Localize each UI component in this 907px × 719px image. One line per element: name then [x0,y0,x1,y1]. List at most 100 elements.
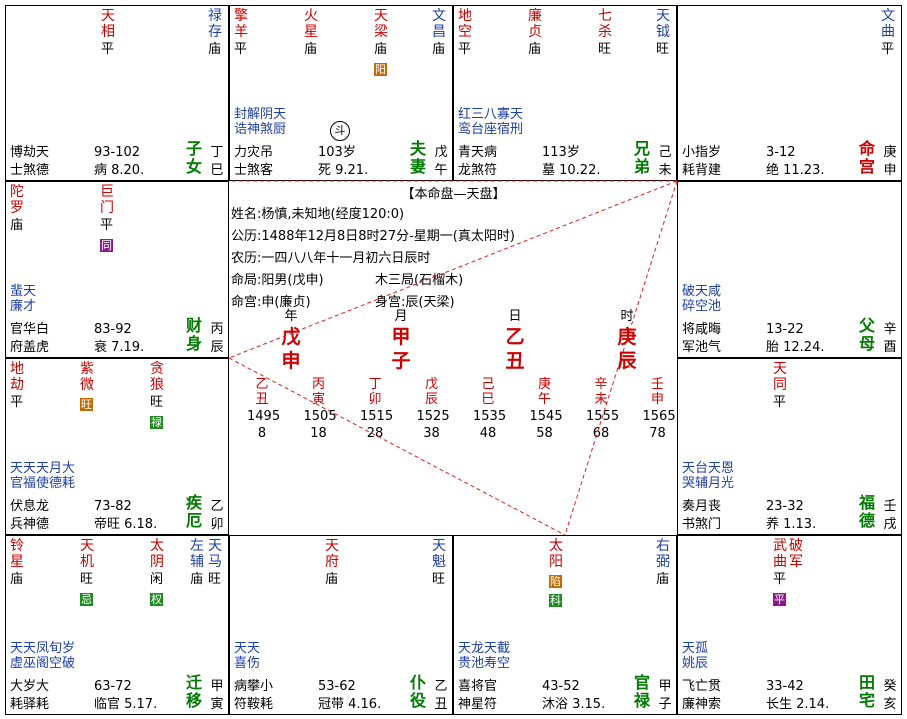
ganzhi-xiongdi: 己未 [658,145,672,178]
misc-stars-jie: 天天天月大 官福使德耗 [10,461,76,491]
star-贪狼: 贪狼旺禄 [150,361,164,429]
shensha-line1-zinv: 博劫天 [10,145,50,160]
growth-state-puyi: 冠带 4.16. [318,697,382,712]
palace-name-tianzhai[interactable]: 田宅 [858,673,875,710]
shensha-line1-qianyi: 大岁大 [10,679,50,694]
palace-name-caibo[interactable]: 财身 [185,316,202,353]
shensha-line1-fuqi: 力灾吊 [234,145,274,160]
shensha-line2-fumu: 军池气 [682,340,722,355]
star-文昌: 文昌庙 [432,8,446,57]
info-ju: 命局:阳男(戊申) [231,273,324,288]
palace-name-qianyi[interactable]: 迁移 [185,673,202,710]
star-天府: 天府庙 [325,538,339,587]
shensha-line2-jie: 兵神德 [10,517,50,532]
info-solar: 公历:1488年12月8日8时27分-星期一(真太阳时) [231,229,515,244]
ganzhi-fude: 壬戌 [883,499,897,532]
shensha-line1-caibo: 官华白 [10,322,50,337]
shensha-line1-fude: 奏月丧 [682,499,722,514]
star-天魁: 天魁旺 [432,538,446,587]
age-range-xiongdi: 113岁 [542,145,580,160]
star-天机: 天机旺忌 [80,538,94,606]
star-左辅: 左辅庙 [190,538,204,587]
star-七杀: 七杀旺 [598,8,612,57]
star-破军: 破军 [789,538,803,570]
palace-name-guanlu[interactable]: 官禄 [633,673,650,710]
growth-state-xiongdi: 墓 10.22. [542,163,601,178]
star-天相: 天相平 [101,8,115,57]
growth-state-tianzhai: 长生 2.14. [766,697,830,712]
star-地劫: 地劫平 [10,361,24,410]
ganzhi-jie: 乙卯 [210,499,224,532]
pillar-时: 时庚辰 [617,309,637,372]
misc-stars-fuqi: 封解阴天 诰神煞厨 [234,107,287,137]
shensha-line1-puyi: 病攀小 [234,679,274,694]
star-太阴: 太阴闲权 [150,538,164,606]
star-天钺: 天钺旺 [656,8,670,57]
misc-stars-tianzhai: 天孤 姚辰 [682,641,709,671]
misc-stars-caibo: 蜚天 廉才 [10,284,37,314]
palace-name-fumu[interactable]: 父母 [858,316,875,353]
palace-name-zinv[interactable]: 子女 [185,139,202,176]
star-天马: 天马旺 [208,538,222,587]
shensha-line2-fuqi: 士煞客 [234,163,274,178]
info-ju-element: 木三局(石榴木) [375,273,464,288]
palace-name-puyi[interactable]: 仆役 [409,673,426,710]
growth-state-fuqi: 死 9.21. [318,163,369,178]
pillar-日: 日乙丑 [505,309,525,372]
palace-name-xiongdi[interactable]: 兄弟 [633,139,650,176]
shensha-line2-xiongdi: 龙煞符 [458,163,498,178]
shensha-line2-puyi: 符鞍耗 [234,697,274,712]
ganzhi-guanlu: 甲子 [658,679,672,712]
growth-state-jie: 帝旺 6.18. [94,517,158,532]
palace-name-fude[interactable]: 福德 [858,493,875,530]
ganzhi-ming: 庚申 [883,145,897,178]
shensha-line2-caibo: 府盖虎 [10,340,50,355]
ganzhi-fuqi: 戊午 [434,145,448,178]
shensha-line1-ming: 小指岁 [682,145,722,160]
star-紫微: 紫微旺 [80,361,94,411]
star-武曲: 武曲平平 [773,538,787,606]
growth-state-qianyi: 临官 5.17. [94,697,158,712]
shensha-line1-xiongdi: 青天病 [458,145,498,160]
growth-state-fude: 养 1.13. [766,517,817,532]
shensha-line1-jie: 伏息龙 [10,499,50,514]
age-range-puyi: 53-62 [318,679,356,694]
star-火星: 火星庙 [304,8,318,57]
palace-name-ming[interactable]: 命宫 [858,139,875,176]
age-range-fuqi: 103岁 [318,145,356,160]
info-shengong: 身宫:辰(天梁) [375,295,455,310]
shensha-line1-tianzhai: 飞亡贯 [682,679,722,694]
ganzhi-caibo: 丙辰 [210,322,224,355]
ganzhi-zinv: 丁巳 [210,145,224,178]
info-name: 姓名:杨慎,未知地(经度120:0) [231,207,405,222]
palace-name-fuqi[interactable]: 夫妻 [409,139,426,176]
shensha-line2-zinv: 士煞德 [10,163,50,178]
shensha-line2-guanlu: 神星符 [458,697,498,712]
star-巨门: 巨门平同 [100,184,114,252]
age-range-guanlu: 43-52 [542,679,580,694]
growth-state-fumu: 胎 12.24. [766,340,825,355]
center-info-panel: 【本命盘—天盘】 姓名:杨慎,未知地(经度120:0) 公历:1488年12月8… [229,181,678,535]
misc-stars-fude: 天台天恩 哭辅月光 [682,461,735,491]
star-禄存: 禄存庙 [208,8,222,57]
palace-name-jie[interactable]: 疾厄 [185,493,202,530]
